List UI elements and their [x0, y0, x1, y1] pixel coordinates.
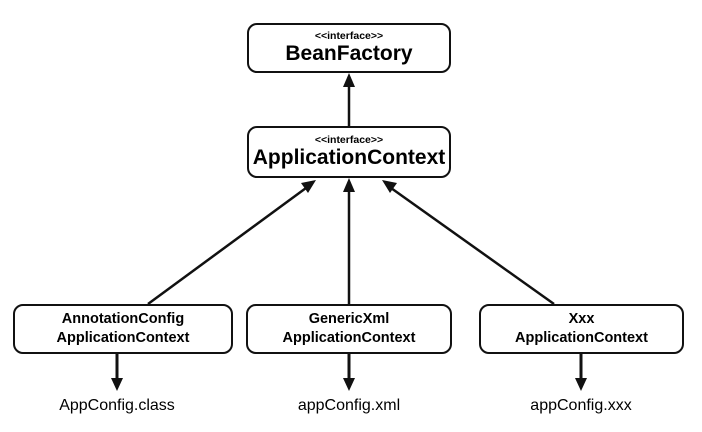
edge-annotation-to-appconfig-class: [111, 354, 123, 391]
node-line-2: ApplicationContext: [515, 330, 648, 346]
config-label-generic-xml: appConfig.xml: [297, 397, 401, 414]
arrowhead: [301, 180, 316, 193]
node-title: BeanFactory: [285, 42, 413, 65]
application-context-node: <<interface>> ApplicationContext: [247, 126, 451, 178]
config-label-annotation: AppConfig.class: [59, 397, 175, 414]
edge-generic-xml-to-application-context: [343, 178, 355, 304]
stereotype-label: <<interface>>: [314, 30, 384, 42]
edge-application-context-to-bean-factory: [343, 73, 355, 126]
stereotype-label: <<interface>>: [314, 134, 384, 146]
generic-xml-node: GenericXml ApplicationContext: [246, 304, 452, 354]
arrowhead: [111, 378, 123, 391]
arrowhead: [382, 180, 397, 193]
config-label-xxx: appConfig.xxx: [530, 397, 632, 414]
node-line-1: AnnotationConfig: [61, 311, 185, 327]
bean-factory-node: <<interface>> BeanFactory: [247, 23, 451, 73]
edge-generic-xml-to-appconfig-xml: [343, 354, 355, 391]
edge-xxx-to-appconfig-xxx: [575, 354, 587, 391]
node-line-1: GenericXml: [308, 311, 390, 327]
edge-annotation-to-application-context: [147, 180, 316, 306]
node-line-1: Xxx: [568, 311, 595, 327]
arrowhead: [343, 73, 355, 87]
node-title: ApplicationContext: [252, 146, 446, 169]
arrowhead: [343, 178, 355, 192]
arrowhead: [575, 378, 587, 391]
arrowhead: [343, 378, 355, 391]
edge-xxx-to-application-context: [382, 180, 555, 306]
node-line-2: ApplicationContext: [282, 330, 416, 346]
annotation-config-node: AnnotationConfig ApplicationContext: [13, 304, 233, 354]
node-line-2: ApplicationContext: [56, 330, 190, 346]
xxx-node: Xxx ApplicationContext: [479, 304, 684, 354]
